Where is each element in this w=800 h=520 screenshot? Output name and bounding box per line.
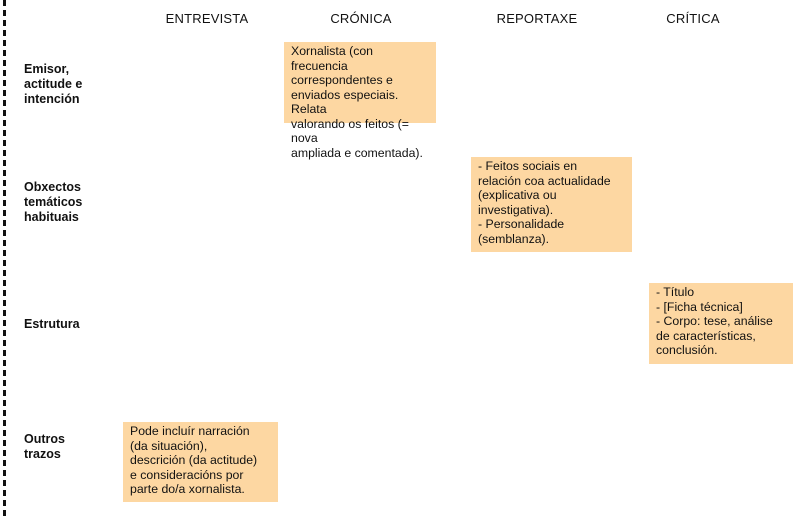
column-header-entrevista: ENTREVISTA (165, 11, 249, 26)
cell-entrevista-outros: Pode incluír narración (da situación), d… (123, 422, 278, 502)
cell-critica-estrutura: - Título - [Ficha técnica] - Corpo: tese… (649, 283, 793, 364)
cell-cronica-emisor: Xornalista (con frecuencia correspondent… (284, 42, 436, 160)
column-header-reportaxe: REPORTAXE (496, 11, 578, 26)
row-label-outros: Outros trazos (24, 432, 65, 461)
row-label-estrutura: Estrutura (24, 317, 80, 331)
cell-reportaxe-obxectos: - Feitos sociais en relación coa actuali… (471, 157, 632, 252)
column-header-cronica: CRÓNICA (330, 11, 392, 26)
row-label-emisor: Emisor, actitude e intención (24, 62, 83, 106)
dashed-border (3, 0, 6, 520)
row-label-obxectos: Obxectos temáticos habituais (24, 180, 83, 224)
column-header-critica: CRÍTICA (666, 11, 720, 26)
